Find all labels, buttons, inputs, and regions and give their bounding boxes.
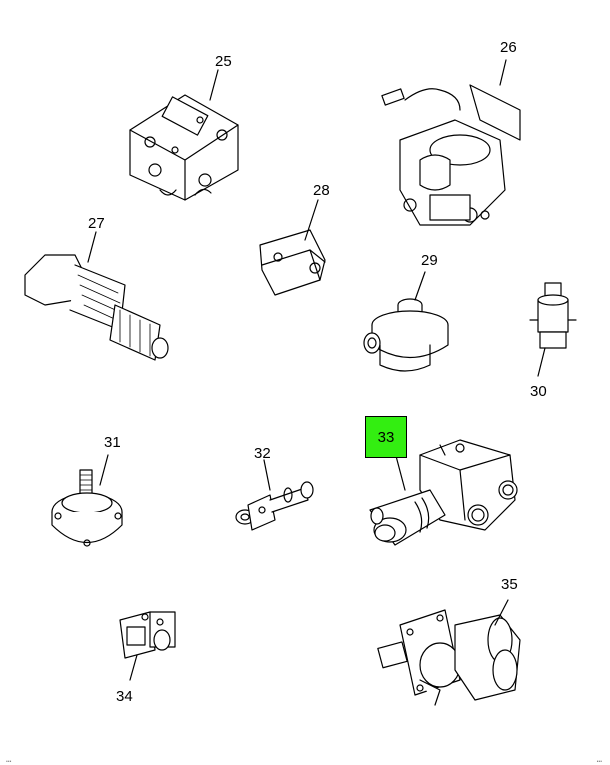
callout-33: 33: [377, 428, 395, 446]
callout-35[interactable]: 35: [501, 576, 518, 593]
callout-33-highlight[interactable]: 33: [365, 416, 407, 458]
callout-27[interactable]: 27: [88, 215, 105, 232]
part-32-drawing[interactable]: [236, 460, 313, 530]
callout-34[interactable]: 34: [116, 688, 133, 705]
callout-29[interactable]: 29: [421, 252, 438, 269]
part-34-drawing[interactable]: [120, 612, 175, 680]
callout-31[interactable]: 31: [104, 434, 121, 451]
part-29-drawing[interactable]: [364, 272, 448, 371]
part-26-drawing[interactable]: [382, 60, 520, 225]
callout-26[interactable]: 26: [500, 39, 517, 56]
footer-right-text: …: [596, 755, 602, 765]
callout-28[interactable]: 28: [313, 182, 330, 199]
callout-30[interactable]: 30: [530, 383, 547, 400]
part-30-drawing[interactable]: [530, 283, 576, 376]
callout-32[interactable]: 32: [254, 445, 271, 462]
part-31-drawing[interactable]: [52, 455, 122, 546]
footer-left-text: …: [6, 755, 12, 765]
part-25-drawing[interactable]: [130, 70, 238, 200]
part-27-drawing[interactable]: [25, 232, 168, 360]
callout-25[interactable]: 25: [215, 53, 232, 70]
part-35-drawing[interactable]: [378, 600, 520, 705]
part-33-drawing[interactable]: [370, 440, 517, 545]
part-28-drawing[interactable]: [260, 200, 325, 295]
